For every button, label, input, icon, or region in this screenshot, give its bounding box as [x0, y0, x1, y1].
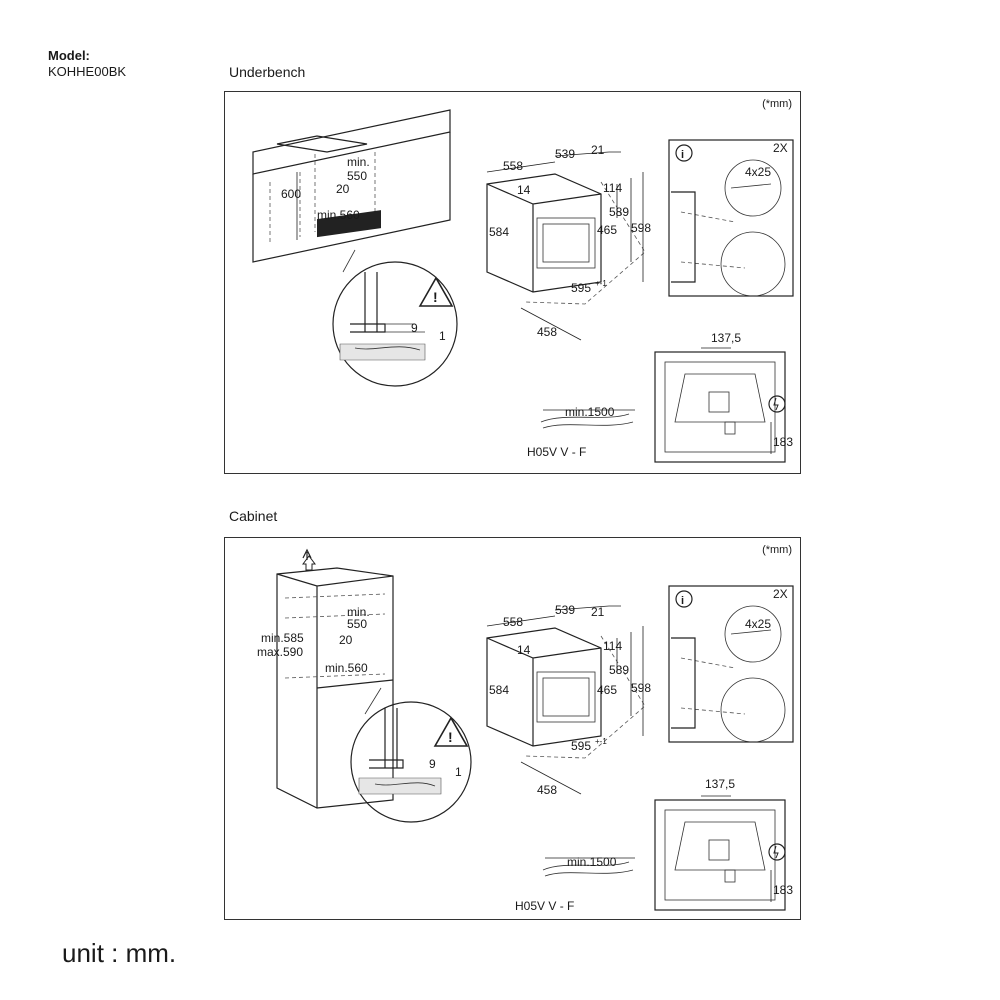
recess-height-min: min.585 — [261, 631, 304, 645]
power-plug-icon — [768, 395, 786, 413]
oven-d1: 558 — [503, 159, 523, 173]
model-label: Model: — [48, 48, 90, 63]
cabinet-panel: (*mm) min. 550 20 min.585 max.590 min.56… — [224, 537, 801, 920]
info-icon: i — [675, 144, 693, 162]
countertop-recess-drawing — [252, 109, 451, 263]
cabinet-diagram: min. 550 20 min.585 max.590 min.560 9 1 … — [257, 548, 794, 913]
unit-note: (*mm) — [762, 98, 792, 110]
warning-icon: ! — [418, 276, 454, 307]
rear-height: 183 — [773, 435, 793, 449]
oven-width-tolerance: +-1 — [595, 279, 607, 288]
rear-view-drawing — [654, 795, 786, 911]
recess-gap: 20 — [336, 182, 350, 196]
oven-width: 595 — [571, 281, 591, 295]
rear-offset: 137,5 — [705, 777, 735, 791]
section-title-cabinet: Cabinet — [229, 508, 278, 524]
oven-d3: 21 — [591, 605, 605, 619]
oven-h4: 598 — [631, 681, 651, 695]
oven-d3: 21 — [591, 143, 605, 157]
recess-height-max: max.590 — [257, 645, 303, 659]
cable-drawing — [540, 409, 635, 429]
svg-text:i: i — [681, 595, 684, 607]
unit-note: (*mm) — [762, 544, 792, 556]
cable-length: min.1500 — [565, 405, 615, 419]
oven-width: 595 — [571, 739, 591, 753]
svg-text:i: i — [681, 149, 684, 161]
oven-h1: 584 — [489, 225, 509, 239]
rear-view-drawing — [654, 347, 786, 463]
oven-d2: 539 — [555, 603, 575, 617]
oven-top1: 14 — [517, 643, 531, 657]
screws-detail-box — [668, 139, 794, 297]
oven-h3: 589 — [609, 663, 629, 677]
detail-zoom-drawing — [350, 687, 472, 823]
cabinet-recess-drawing — [276, 548, 394, 809]
detail-gap-a: 9 — [411, 321, 418, 335]
oven-top1: 14 — [517, 183, 531, 197]
model-number: KOHHE00BK — [48, 64, 127, 79]
detail-zoom-drawing — [332, 249, 458, 387]
oven-drawing — [486, 605, 646, 795]
oven-depth: 458 — [537, 325, 557, 339]
screws-quantity: 2X — [773, 141, 788, 155]
underbench-diagram: 600 min. 550 20 min.560 9 1 ! — [252, 109, 794, 463]
oven-width-tolerance: +-1 — [595, 737, 607, 746]
info-icon: i — [675, 590, 693, 608]
underbench-panel: (*mm) 600 min. 550 20 min.560 9 1 — [224, 91, 801, 474]
screws-size: 4x25 — [745, 617, 771, 631]
recess-min-depth: 550 — [347, 617, 367, 631]
recess-min-label: min. — [347, 605, 370, 619]
unit-footer: unit : mm. — [62, 938, 177, 968]
detail-gap-a: 9 — [429, 757, 436, 771]
svg-text:!: ! — [448, 729, 453, 745]
oven-top2: 114 — [603, 181, 622, 195]
oven-h2: 465 — [597, 223, 617, 237]
recess-min-depth: 550 — [347, 169, 367, 183]
oven-h2: 465 — [597, 683, 617, 697]
oven-depth: 458 — [537, 783, 557, 797]
screws-detail-box — [668, 585, 794, 743]
oven-d2: 539 — [555, 147, 575, 161]
oven-d1: 558 — [503, 615, 523, 629]
oven-top2: 114 — [603, 639, 622, 653]
detail-gap-b: 1 — [439, 329, 446, 343]
up-arrow-icon — [302, 555, 316, 571]
recess-gap: 20 — [339, 633, 353, 647]
detail-gap-b: 1 — [455, 765, 462, 779]
recess-min-width: min.560 — [317, 208, 360, 222]
power-plug-icon — [768, 843, 786, 861]
oven-h3: 589 — [609, 205, 629, 219]
svg-text:!: ! — [433, 289, 438, 305]
recess-min-label: min. — [347, 155, 370, 169]
warning-icon: ! — [433, 716, 469, 747]
recess-min-width: min.560 — [325, 661, 368, 675]
cable-drawing — [542, 857, 635, 877]
oven-h1: 584 — [489, 683, 509, 697]
screws-size: 4x25 — [745, 165, 771, 179]
rear-height: 183 — [773, 883, 793, 897]
cable-type: H05V V - F — [515, 899, 574, 913]
cable-type: H05V V - F — [527, 445, 586, 459]
cable-length: min.1500 — [567, 855, 617, 869]
oven-drawing — [486, 151, 646, 341]
section-title-underbench: Underbench — [229, 64, 306, 80]
rear-offset: 137,5 — [711, 331, 741, 345]
oven-h4: 598 — [631, 221, 651, 235]
screws-quantity: 2X — [773, 587, 788, 601]
recess-height: 600 — [281, 187, 301, 201]
